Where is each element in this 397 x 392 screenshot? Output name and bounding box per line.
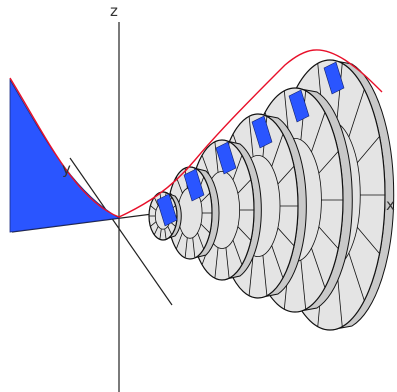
mesh-line xyxy=(248,255,254,296)
mesh-line xyxy=(300,260,307,310)
mesh-line xyxy=(271,133,284,167)
mesh-line xyxy=(232,239,243,265)
mesh-line xyxy=(237,179,252,194)
mesh-line xyxy=(164,228,167,240)
mesh-line xyxy=(237,226,252,241)
mesh-line xyxy=(197,232,205,250)
mesh-line xyxy=(150,221,157,227)
mesh-line xyxy=(200,192,211,203)
cross-section-slice xyxy=(156,193,178,227)
mesh-line xyxy=(153,226,159,235)
generating-curve xyxy=(9,49,383,218)
shell-5 xyxy=(167,166,220,260)
cross-section-slice xyxy=(183,168,205,202)
mesh-line xyxy=(336,63,343,123)
cross-section-slice xyxy=(215,141,237,175)
cross-section-slice xyxy=(323,61,345,95)
region-under-curve-left xyxy=(9,78,121,233)
mesh-line xyxy=(214,141,219,173)
mesh-line xyxy=(192,237,196,258)
mesh-line xyxy=(318,226,339,249)
cross-section-slice xyxy=(288,89,310,123)
mesh-line xyxy=(232,155,243,181)
x-axis-label: x xyxy=(386,196,395,214)
mesh-line xyxy=(348,252,365,301)
y-axis xyxy=(69,157,173,306)
mesh-line xyxy=(150,205,157,211)
mesh-line xyxy=(348,89,365,138)
shell-6 xyxy=(148,191,182,241)
mesh-line xyxy=(214,247,219,279)
mesh-line xyxy=(311,248,326,288)
y-axis-label: y xyxy=(62,160,71,178)
mesh-line xyxy=(262,255,268,296)
mesh-line xyxy=(175,232,183,250)
mesh-line xyxy=(277,165,295,185)
mesh-line xyxy=(167,226,173,235)
mesh-line xyxy=(248,116,254,157)
mesh-line xyxy=(225,247,230,279)
cross-section-slice xyxy=(251,115,273,149)
mesh-line xyxy=(277,227,295,247)
mesh-line xyxy=(311,112,326,152)
mesh-line xyxy=(159,228,162,240)
z-axis-label: z xyxy=(110,2,118,20)
mesh-line xyxy=(200,223,211,234)
mesh-line xyxy=(271,245,284,279)
mesh-line xyxy=(153,197,159,206)
shell-stack xyxy=(148,59,395,331)
mesh-line xyxy=(318,151,339,174)
mesh-line xyxy=(184,237,188,258)
mesh-line xyxy=(356,226,380,254)
mesh-line xyxy=(356,136,380,164)
